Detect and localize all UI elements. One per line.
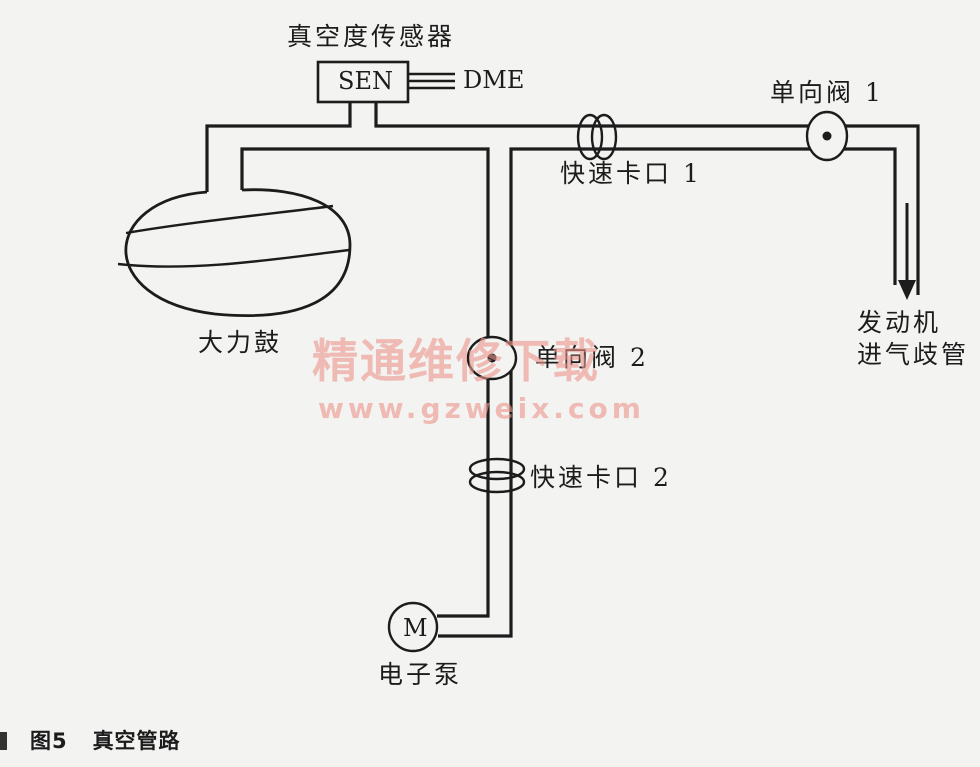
dme-connector-lines — [408, 72, 455, 90]
flow-arrow — [898, 203, 916, 300]
sensor-label: 真空度传感器 — [287, 22, 456, 51]
watermark-url: www.gzweix.com — [318, 392, 645, 425]
vacuum-pipe-inner-right — [438, 147, 897, 638]
vacuum-pipe-outer — [205, 102, 920, 295]
check-valve-1 — [805, 110, 849, 162]
electric-pump-label: 电子泵 — [378, 660, 463, 689]
brake-booster — [117, 188, 352, 317]
quick-coupler-2 — [468, 457, 526, 494]
figure-title: 真空管路 — [92, 729, 181, 753]
vacuum-pipe-inner — [240, 147, 490, 618]
quick-coupler-2-label: 快速卡口 2 — [530, 463, 672, 492]
check-valve-2 — [466, 335, 518, 381]
sensor-box-label: SEN — [338, 67, 393, 95]
engine-intake-label-line1: 发动机 — [857, 308, 942, 337]
dme-label: DME — [463, 66, 525, 94]
figure-caption: 图5 真空管路 — [30, 731, 181, 752]
quick-coupler-1 — [576, 113, 618, 161]
motor-circle — [387, 601, 439, 653]
motor-symbol-label: M — [403, 614, 428, 642]
caption-marker — [0, 732, 7, 750]
engine-intake-label-line2: 进气歧管 — [857, 340, 970, 369]
brake-booster-label: 大力鼓 — [198, 328, 283, 357]
check-valve-1-label: 单向阀 1 — [770, 78, 884, 107]
check-valve-2-label: 单向阀 2 — [535, 343, 649, 372]
figure-number: 图5 — [30, 729, 68, 753]
quick-coupler-1-label: 快速卡口 1 — [560, 159, 702, 188]
watermark-text: 精通维修下载 — [312, 334, 600, 388]
